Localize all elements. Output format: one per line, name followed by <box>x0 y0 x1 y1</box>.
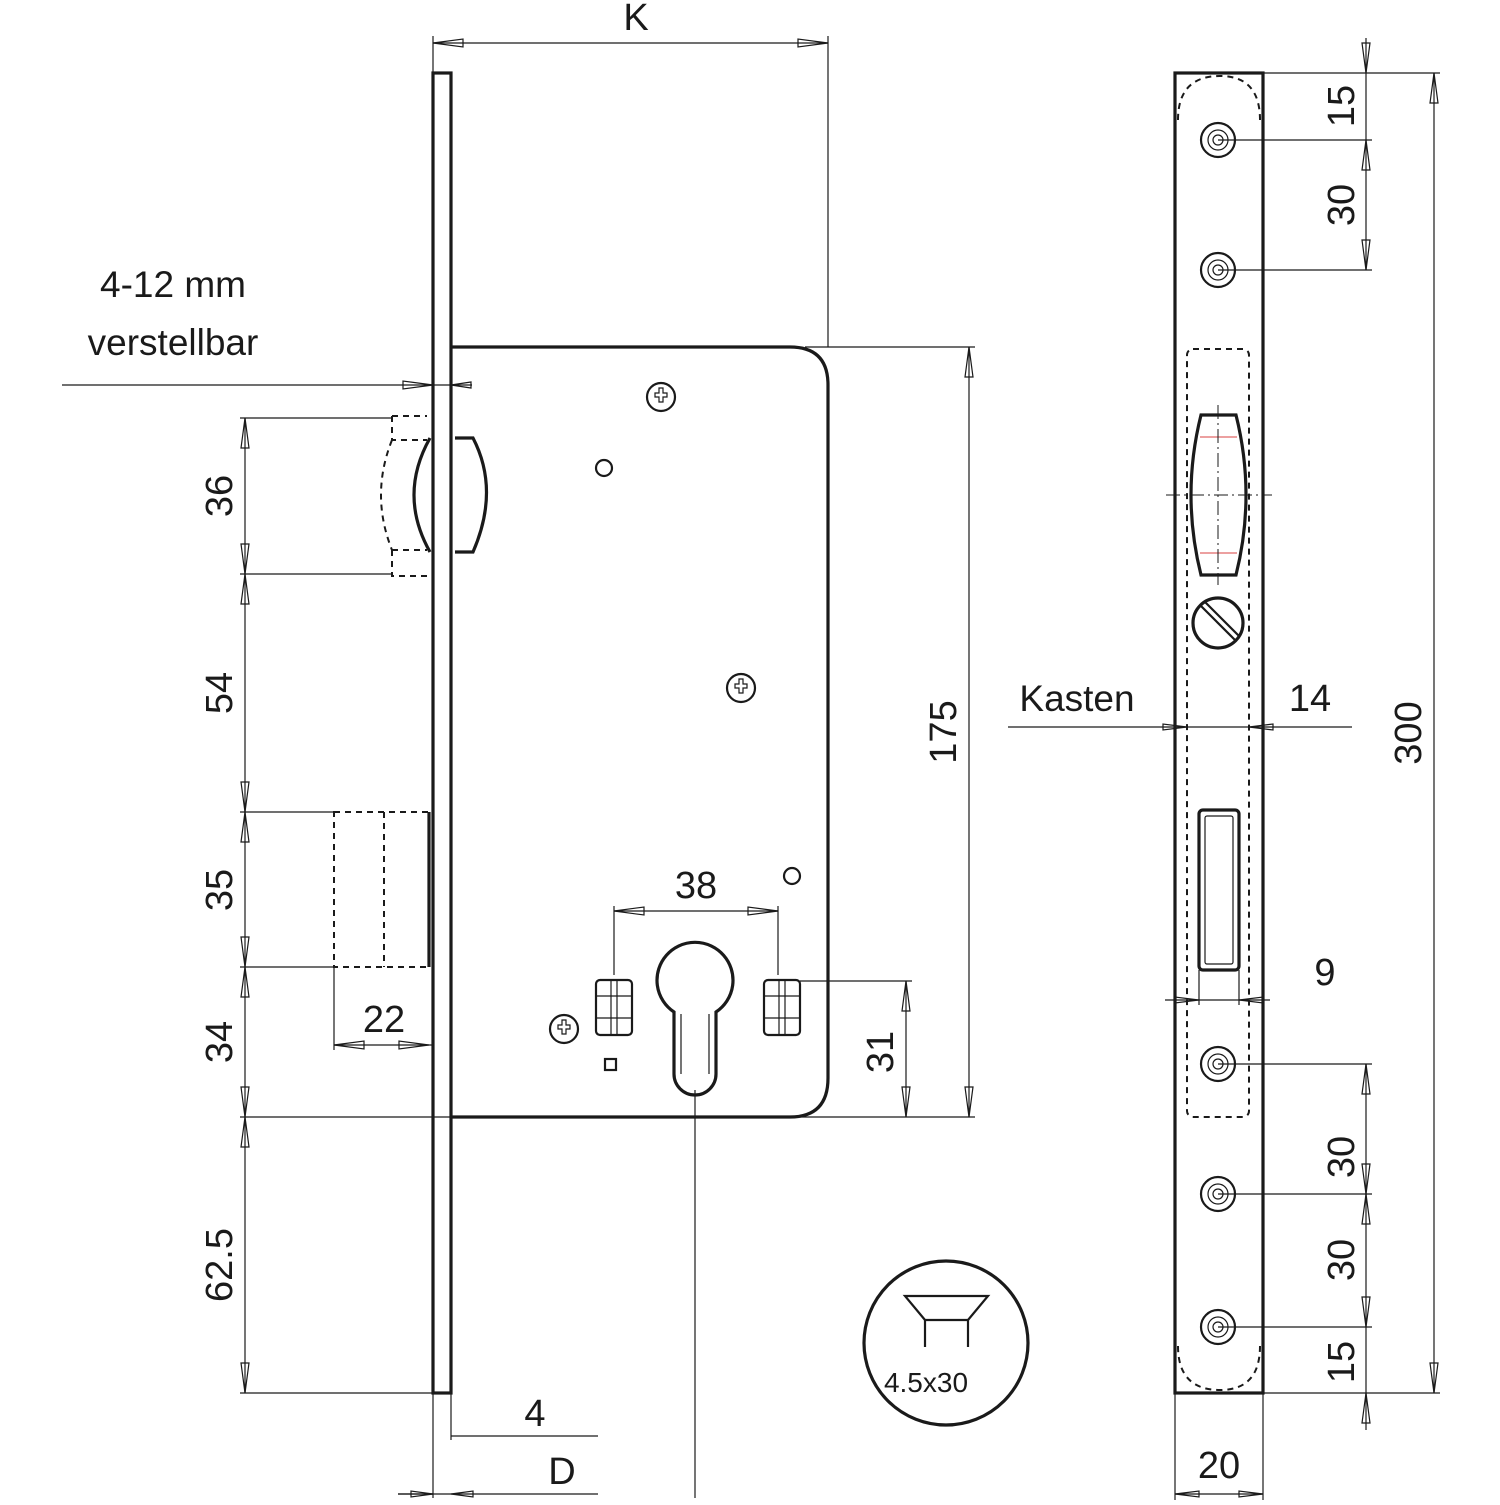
dim-22: 22 <box>363 999 405 1041</box>
latch-front <box>1189 413 1248 577</box>
latch-bolt-extended <box>380 415 427 577</box>
dim-9: 9 <box>1314 952 1335 994</box>
lock-case <box>451 345 830 1119</box>
dimension-lines-front: 15 30 300 Kasten 14 9 30 30 15 20 <box>1008 38 1440 1500</box>
faceplate <box>431 71 453 1395</box>
dim-31: 31 <box>860 1031 902 1073</box>
dim-30-bottom-b: 30 <box>1321 1239 1363 1281</box>
faceplate-front-view <box>1166 71 1272 1395</box>
dim-15-bottom: 15 <box>1321 1341 1363 1383</box>
deadbolt-slot <box>1197 808 1241 972</box>
lock-body-side-view <box>333 71 830 1395</box>
pin-square <box>603 1057 618 1072</box>
case-outline <box>1186 348 1250 1118</box>
adjust-range-label: 4-12 mm <box>100 264 246 305</box>
dim-20: 20 <box>1198 1445 1240 1487</box>
dead-bolt <box>333 811 430 968</box>
dim-14: 14 <box>1289 678 1331 720</box>
dim-4: 4 <box>524 1393 545 1435</box>
pin-hole <box>782 866 802 886</box>
dim-15-top: 15 <box>1321 85 1363 127</box>
follower-right <box>762 978 802 1037</box>
dimension-lines-side: K 4-12 mm verstellbar 36 54 35 34 62.5 2… <box>62 0 975 1498</box>
follower-left <box>594 978 634 1037</box>
slotted-screw-icon <box>1191 596 1245 650</box>
case-screw-icon <box>548 1013 580 1045</box>
dim-34: 34 <box>199 1021 241 1063</box>
dim-30-bottom-a: 30 <box>1321 1136 1363 1178</box>
dim-175: 175 <box>923 700 965 763</box>
case-screw-icon <box>725 672 757 704</box>
faceplate-front <box>1173 71 1265 1395</box>
dim-k: K <box>623 0 648 39</box>
dim-62-5: 62.5 <box>199 1228 241 1302</box>
dim-35: 35 <box>199 869 241 911</box>
kasten-label: Kasten <box>1019 678 1134 719</box>
screw-size-label: 4.5x30 <box>884 1367 968 1398</box>
latch-bolt <box>455 436 489 554</box>
dim-300: 300 <box>1388 701 1430 764</box>
adjust-range-label-2: verstellbar <box>88 322 259 363</box>
screw-detail: 4.5x30 <box>862 1259 1030 1427</box>
cylinder-cutout <box>655 940 735 1097</box>
case-screw-icon <box>645 381 677 413</box>
dim-38: 38 <box>675 865 717 907</box>
dim-54: 54 <box>199 672 241 714</box>
dim-d: D <box>548 1451 575 1493</box>
dim-36: 36 <box>199 475 241 517</box>
pin-hole <box>594 458 614 478</box>
dim-30-top: 30 <box>1321 184 1363 226</box>
latch-bolt-rear <box>412 437 432 553</box>
